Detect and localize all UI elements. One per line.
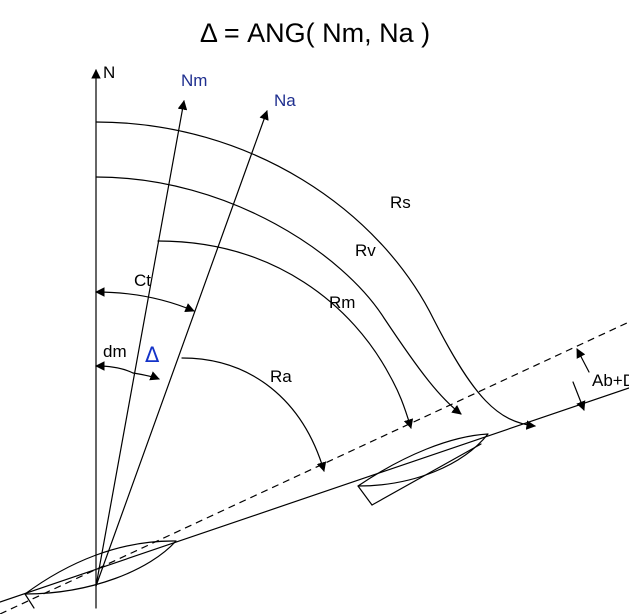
label-ct: Ct	[134, 271, 151, 290]
boat-right-stern	[357, 485, 373, 506]
arc-rm	[157, 240, 414, 429]
label-n: N	[103, 63, 115, 82]
label-dm: dm	[103, 342, 127, 361]
ab-dr-arrow-top	[576, 348, 590, 373]
angle-arc-ct	[95, 287, 195, 313]
boat-left-stern	[24, 593, 35, 609]
nm-axis	[95, 100, 188, 587]
label-ab-dr: Ab+Dr	[592, 371, 629, 390]
label-na: Na	[274, 91, 296, 110]
label-rm: Rm	[329, 293, 355, 312]
drift-line-dashed	[0, 321, 629, 614]
angle-arc-delta-to-na	[132, 371, 160, 381]
label-delta: Δ	[145, 343, 160, 367]
ab-dr-arrow-bottom	[572, 381, 586, 411]
boat-hull-left	[24, 540, 177, 595]
arc-rs	[95, 121, 536, 430]
boat-right-bottom	[371, 443, 482, 506]
arc-rv	[95, 176, 462, 415]
label-nm: Nm	[181, 71, 207, 90]
boat-hull-right	[357, 433, 489, 487]
label-ra: Ra	[270, 367, 292, 386]
angle-arc-dm	[95, 361, 134, 374]
na-axis	[95, 110, 269, 587]
arc-ra	[181, 357, 327, 472]
course-line	[0, 387, 629, 603]
label-rs: Rs	[390, 193, 411, 212]
label-rv: Rv	[355, 241, 376, 260]
title-formula: Δ = ANG( Nm, Na )	[200, 18, 430, 48]
